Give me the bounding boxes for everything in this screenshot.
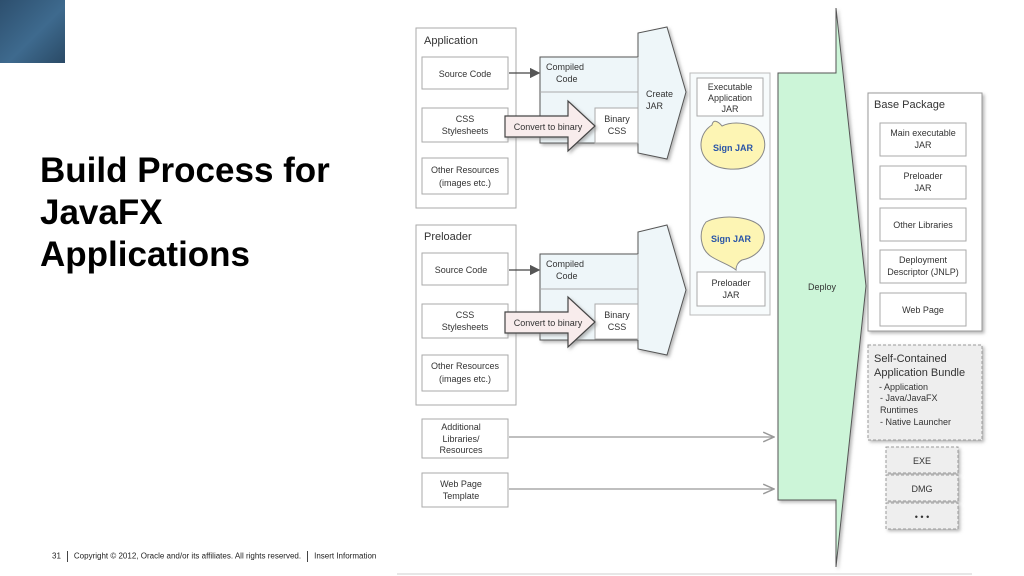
main-executable-jar-box (879, 122, 967, 157)
other-resources-line-2: (images etc.) (439, 178, 491, 188)
page-number: 31 (52, 551, 61, 561)
web-page-label: Web Page (902, 305, 944, 315)
insert-information-text: Insert Information (314, 551, 377, 561)
base-package-label: Base Package (874, 99, 945, 111)
base-preloader-line-2: JAR (914, 183, 932, 193)
descriptor-line-1: Deployment (899, 255, 948, 265)
preloader-jar-line-2: JAR (722, 290, 740, 300)
base-preloader-line-1: Preloader (903, 171, 942, 181)
preloader-group: Preloader Source Code CSS Stylesheets Ot… (415, 224, 517, 406)
more-outputs-label: • • • (915, 512, 929, 522)
web-template-line-1: Web Page (440, 479, 482, 489)
preloader-other-line-2: (images etc.) (439, 374, 491, 384)
css-stylesheets-box (421, 107, 509, 143)
preloader-other-line-1: Other Resources (431, 361, 500, 371)
bundle-title-line-1: Self-Contained (874, 353, 947, 365)
bundle-item-runtimes: Runtimes (880, 405, 919, 415)
dmg-output-box (885, 474, 959, 502)
deploy-label: Deploy (808, 282, 837, 292)
executable-jar-box (696, 77, 764, 117)
preloader-convert-arrow (504, 295, 596, 349)
additional-libraries-box (421, 418, 509, 459)
descriptor-line-2: Descriptor (JNLP) (887, 267, 959, 277)
bundle-item-launcher: - Native Launcher (880, 417, 951, 427)
preloader-binary-line-2: CSS (608, 322, 627, 332)
preloader-binary-css-box (594, 303, 639, 340)
preloader-css-line-1: CSS (456, 310, 475, 320)
base-preloader-jar-box (879, 165, 967, 200)
create-jar-line-1: Create (646, 89, 673, 99)
slide-footer: 31 Copyright © 2012, Oracle and/or its af… (52, 551, 376, 562)
preloader-compiled-line-2: Code (556, 271, 578, 281)
preloader-css-box (421, 303, 509, 339)
compiled-code-line-2: Code (556, 74, 578, 84)
application-label: Application (424, 35, 478, 47)
bundle-title-line-2: Application Bundle (874, 367, 965, 379)
preloader-source-code-label: Source Code (435, 265, 488, 275)
web-page-box (879, 292, 967, 327)
application-group: Application Source Code CSS Stylesheets … (415, 27, 517, 209)
binary-css-line-2: CSS (608, 126, 627, 136)
preloader-convert-label: Convert to binary (514, 318, 583, 328)
preloader-compiled-line-1: Compiled (546, 259, 584, 269)
main-jar-line-1: Main executable (890, 128, 956, 138)
additional-line-3: Resources (439, 445, 483, 455)
dmg-label: DMG (912, 484, 933, 494)
title-line-1: Build Process for (40, 151, 330, 190)
preloader-label: Preloader (424, 231, 472, 243)
more-output-box (885, 502, 959, 530)
additional-line-1: Additional (441, 422, 481, 432)
compiled-code-line-1: Compiled (546, 62, 584, 72)
preloader-css-line-2: Stylesheets (442, 322, 489, 332)
main-jar-line-2: JAR (914, 140, 932, 150)
executable-jar-line-2: Application (708, 93, 752, 103)
other-resources-line-1: Other Resources (431, 165, 500, 175)
convert-to-binary-label: Convert to binary (514, 122, 583, 132)
web-template-line-2: Template (443, 491, 480, 501)
executable-jar-line-3: JAR (721, 104, 739, 114)
preloader-jar-line-1: Preloader (711, 278, 750, 288)
web-page-template-box (421, 472, 509, 508)
preloader-source-code-box (421, 252, 509, 286)
convert-to-binary-arrow (504, 99, 596, 153)
deploy-arrow (777, 7, 867, 568)
exe-label: EXE (913, 456, 931, 466)
bundle-item-application: - Application (879, 382, 928, 392)
copyright-text: Copyright © 2012, Oracle and/or its affi… (73, 551, 302, 561)
other-libraries-box (879, 207, 967, 242)
sign-jar-label-2: Sign JAR (711, 234, 752, 244)
other-resources-box (421, 157, 509, 195)
preloader-jar-box (696, 271, 766, 307)
slide-title: Build Process for JavaFX Applications (40, 150, 390, 276)
footer-separator (66, 551, 68, 562)
bundle-item-runtime: - Java/JavaFX (880, 393, 938, 403)
corner-accent-block (0, 0, 65, 63)
title-line-3: Applications (40, 235, 251, 274)
sign-jar-label-1: Sign JAR (713, 143, 754, 153)
preloader-other-box (421, 354, 509, 392)
binary-css-line-1: Binary (604, 114, 630, 124)
other-libraries-label: Other Libraries (893, 220, 953, 230)
footer-separator (307, 551, 309, 562)
sign-jar-badge-2 (700, 216, 765, 272)
source-code-box (421, 56, 509, 90)
additional-line-2: Libraries/ (442, 434, 480, 444)
css-label-line-1: CSS (456, 114, 475, 124)
create-jar-line-2: JAR (646, 101, 664, 111)
sign-jar-badge-1 (700, 120, 766, 170)
deployment-descriptor-box (879, 249, 967, 284)
executable-jar-line-1: Executable (708, 82, 753, 92)
self-contained-bundle-box (867, 344, 983, 441)
css-label-line-2: Stylesheets (442, 126, 489, 136)
title-line-2: JavaFX (40, 193, 163, 232)
source-code-label: Source Code (439, 69, 492, 79)
preloader-binary-line-1: Binary (604, 310, 630, 320)
exe-output-box (885, 446, 959, 474)
